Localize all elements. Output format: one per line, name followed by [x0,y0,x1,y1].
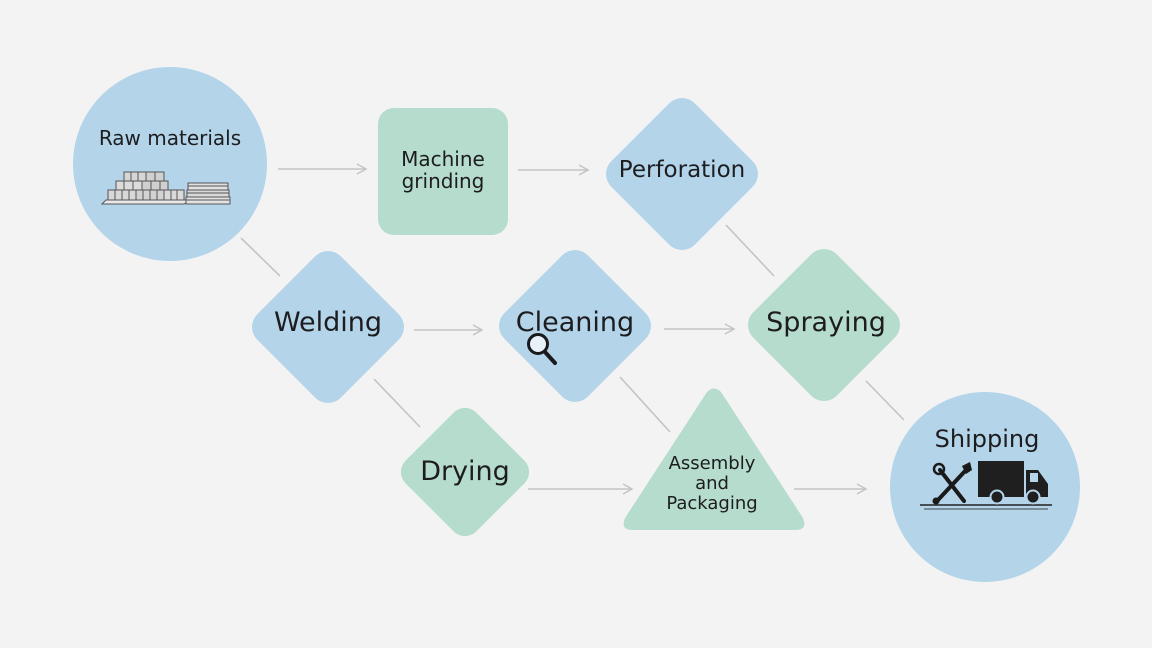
drying-node [400,407,530,537]
magnifier-icon [527,333,557,365]
drying-label: Drying [420,455,510,487]
connector-spraying-to-shipping [865,380,905,421]
connector-cleaning-to-assembly [619,376,671,433]
machine-grinding-node [378,108,508,235]
connector-welding-to-drying [373,378,421,428]
shipping-label: Shipping [934,424,1040,453]
cleaning-label: Cleaning [515,306,635,338]
welding-label: Welding [273,306,383,338]
machine-grinding-label: Machine grinding [401,146,485,193]
welding-node [252,251,404,403]
perforation-node [606,98,758,250]
stacked-materials-icon [100,171,231,205]
spraying-label: Spraying [766,306,886,338]
raw-materials-label: Raw materials [98,125,242,150]
tools-and-truck-icon [920,461,1052,510]
assembly-packaging-node [623,388,805,530]
cleaning-node [499,250,651,402]
assembly-packaging-label: Assembly and Packaging [666,452,758,515]
connector-perforation-to-spraying [725,224,775,277]
connector-raw-to-welding [240,237,281,277]
perforation-label: Perforation [618,157,746,184]
raw-materials-node [73,67,267,261]
spraying-node [748,249,900,401]
